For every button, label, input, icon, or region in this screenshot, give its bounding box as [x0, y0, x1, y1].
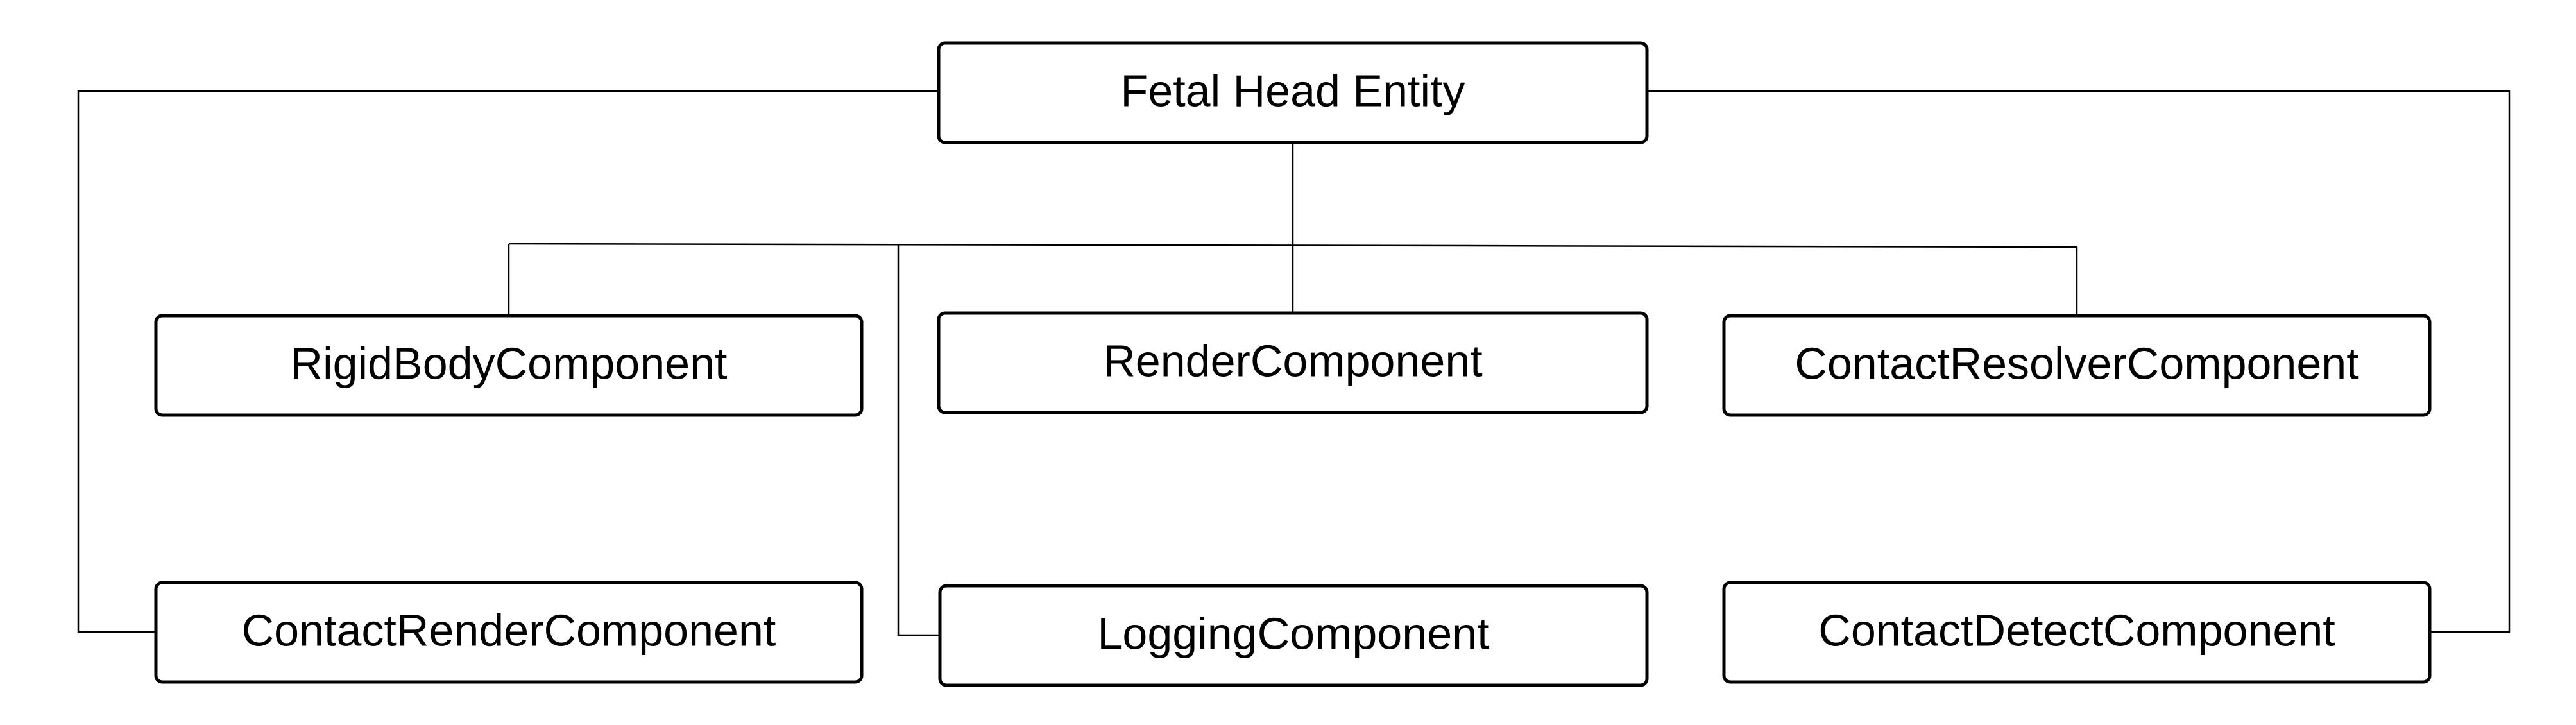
contact-detect-component-label: ContactDetectComponent: [1818, 605, 2335, 655]
fetal-head-entity-box: [937, 41, 1649, 144]
fetal-head-entity-label: Fetal Head Entity: [1121, 65, 1465, 115]
contact-detect-component-box: [1722, 581, 2432, 684]
render-component-node: RenderComponent: [937, 311, 1649, 414]
contact-render-component-label: ContactRenderComponent: [242, 605, 776, 655]
contact-resolver-component-node: ContactResolverComponent: [1722, 314, 2432, 417]
connector-to-contact-render: [77, 90, 939, 633]
logging-component-node: LoggingComponent: [938, 584, 1649, 687]
connector-to-contact-detect: [1647, 90, 2511, 633]
rigid-body-component-node: RigidBodyComponent: [154, 314, 864, 417]
connectors: [77, 90, 2511, 636]
rigid-body-component-label: RigidBodyComponent: [291, 338, 728, 388]
contact-resolver-component-box: [1722, 314, 2432, 417]
fetal-head-entity-node: Fetal Head Entity: [937, 41, 1649, 144]
contact-detect-component-node: ContactDetectComponent: [1722, 581, 2432, 684]
contact-render-component-box: [154, 581, 864, 684]
render-component-label: RenderComponent: [1103, 336, 1482, 386]
contact-resolver-component-label: ContactResolverComponent: [1795, 338, 2358, 388]
render-component-box: [937, 311, 1649, 414]
contact-render-component-node: ContactRenderComponent: [154, 581, 864, 684]
logging-component-label: LoggingComponent: [1097, 608, 1489, 658]
rigid-body-component-box: [154, 314, 864, 417]
logging-component-box: [938, 584, 1649, 687]
connector-to-logging: [897, 245, 940, 636]
